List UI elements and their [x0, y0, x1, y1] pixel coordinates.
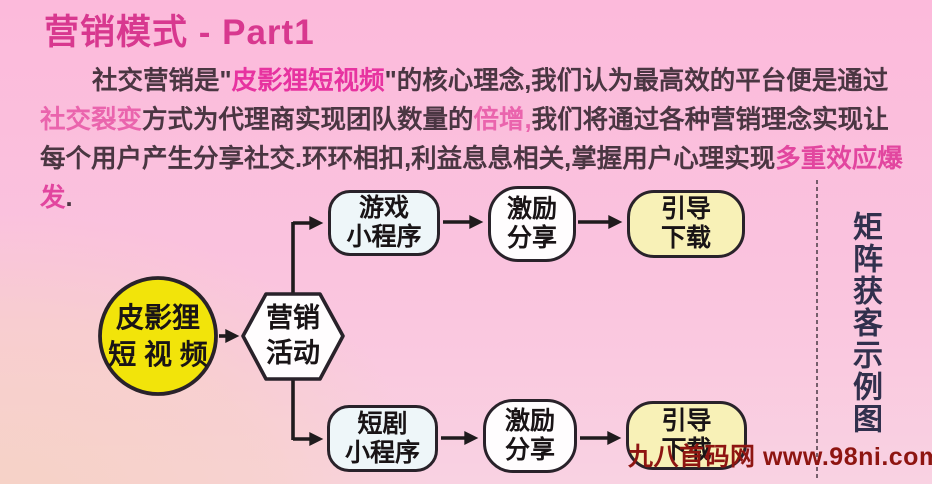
dashed-divider: [816, 180, 818, 480]
paragraph-segment: 社交裂变: [40, 106, 143, 134]
paragraph-segment: 多重效应爆发: [40, 145, 903, 212]
node-label-line1: 激励: [504, 407, 555, 435]
intro-paragraph: 社交营销是"皮影狸短视频"的核心理念,我们认为最高效的平台便是通过社交裂变方式为…: [40, 62, 912, 218]
hub-hexagon: [241, 292, 345, 381]
watermark-text: 九八首码网 www.98ni.com: [628, 443, 932, 471]
node-label-line2: 分享: [506, 224, 557, 252]
node-label-line1: 短剧: [357, 409, 408, 438]
paragraph-segment: 我们将通过各种营销理念实现让每个用户产生分享社交.环环相扣,利益息息相关,掌握用…: [40, 106, 889, 173]
node-game-miniprogram: 游戏 小程序: [328, 190, 440, 256]
hub-label-line1: 营销: [266, 303, 320, 333]
node-label-line1: 激励: [506, 195, 557, 223]
node-label-line2: 下载: [661, 435, 712, 464]
node-label-line2: 下载: [660, 224, 711, 252]
paragraph-segment: 皮影狸短视频: [231, 67, 385, 95]
node-label-line2: 小程序: [344, 438, 420, 467]
paragraph-segment: "的核心理念,我们认为最高效的平台便是通过: [384, 67, 889, 95]
source-label-line2: 短 视 频: [108, 339, 208, 370]
hub-node-label: 营销 活动: [244, 301, 342, 371]
paragraph-segment: 社交营销是": [92, 67, 232, 95]
node-label-line1: 游戏: [358, 194, 409, 222]
paragraph-segment: 方式为代理商实现团队数量的: [142, 106, 474, 134]
sidebar-vertical-label: 矩阵获客示例图: [848, 211, 881, 435]
source-node-label: 皮影狸 短 视 频: [96, 299, 220, 373]
node-label-line2: 分享: [504, 436, 555, 464]
node-label-line1: 引导: [660, 195, 711, 223]
node-guide-download-bottom: 引导 下载: [626, 401, 747, 470]
source-circle: [98, 276, 218, 396]
source-label-line1: 皮影狸: [115, 302, 200, 333]
node-label-line1: 引导: [661, 406, 712, 435]
page-title: 营销模式 - Part1: [44, 13, 315, 52]
node-incentive-share-bottom: 激励 分享: [483, 399, 577, 473]
node-drama-miniprogram: 短剧 小程序: [327, 405, 438, 472]
paragraph-segment: .: [65, 184, 73, 212]
node-incentive-share-top: 激励 分享: [488, 186, 576, 262]
hub-label-line2: 活动: [266, 338, 320, 368]
node-label-line2: 小程序: [346, 223, 422, 251]
paragraph-segment: 倍增,: [473, 106, 532, 134]
node-guide-download-top: 引导 下载: [627, 190, 745, 258]
